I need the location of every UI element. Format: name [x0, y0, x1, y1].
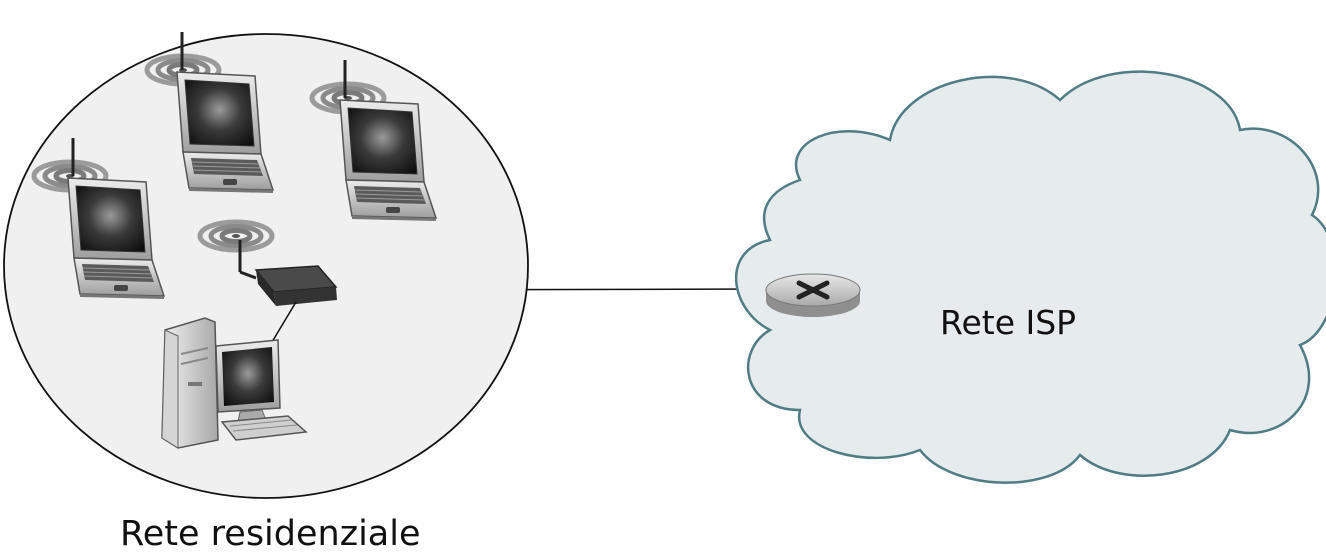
desktop-computer-icon	[161, 317, 308, 449]
wireless-router-icon	[200, 222, 338, 306]
home-network-label: Rete residenziale	[120, 514, 421, 554]
isp-cloud	[734, 70, 1326, 484]
isp-network-label: Rete ISP	[940, 303, 1076, 342]
home-link	[271, 301, 297, 343]
router-icon	[765, 273, 861, 317]
